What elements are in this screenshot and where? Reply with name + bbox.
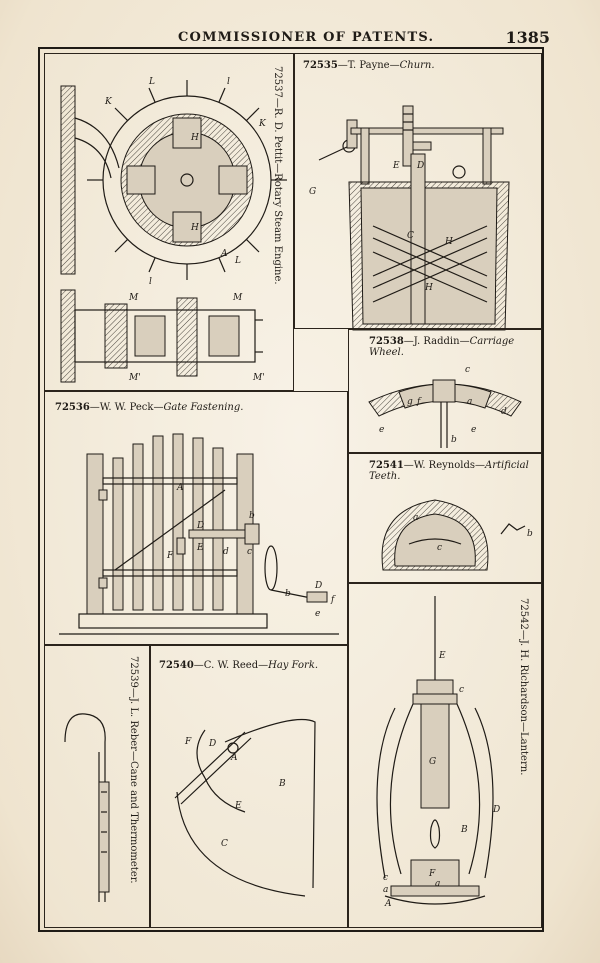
page-number: 1385 <box>505 28 550 47</box>
engine-label-6: H <box>190 133 199 143</box>
gate-fastening-figure: A D E F b c d b D f e <box>59 433 339 635</box>
engine-label-9: M <box>128 293 139 303</box>
engine-label-4: l <box>227 77 230 87</box>
caption-72535: 72535—T. Payne—Churn. <box>303 60 435 71</box>
panel-carriage-wheel: 72538—J. Raddin—Carriage Wheel. c g f a … <box>348 329 542 453</box>
engine-label-0: K <box>104 97 113 107</box>
churn-label-4: H <box>444 237 453 247</box>
lantern-label-2: G <box>429 757 436 767</box>
gate-label-10: e <box>315 609 320 619</box>
engine-label-1: L <box>148 77 155 87</box>
hayfork-label-5: C <box>221 839 228 849</box>
gate-label-0: A <box>176 483 184 493</box>
engine-label-11: M' <box>128 373 141 383</box>
churn-label-3: C <box>407 231 414 241</box>
churn-label-0: G <box>309 187 316 197</box>
hayfork-label-1: D <box>208 739 216 749</box>
engine-label-10: M <box>232 293 243 303</box>
caption-72537: 72537—R. D. Pettit—Rotary Steam Engine. <box>272 66 283 285</box>
page-header: COMMISSIONER OF PATENTS. 1385 <box>170 28 550 50</box>
lantern-label-6: a <box>435 879 440 889</box>
panel-churn: 72535—T. Payne—Churn. <box>294 53 542 331</box>
teeth-label-0: a <box>413 513 418 523</box>
gate-label-9: f <box>330 595 336 605</box>
caption-72536: 72536—W. W. Peck—Gate Fastening. <box>55 402 244 413</box>
panel-lantern: 72542—J. H. Richardson—Lantern. E c G B <box>348 583 542 928</box>
gate-label-2: E <box>196 543 204 553</box>
gate-label-7: b <box>285 589 291 599</box>
panel-rotary-steam-engine: 72537—R. D. Pettit—Rotary Steam Engine. <box>44 53 294 391</box>
caption-72538: 72538—J. Raddin—Carriage Wheel. <box>369 336 515 358</box>
wheel-label-6: b <box>451 435 457 445</box>
teeth-label-1: c <box>437 543 442 553</box>
engine-label-7: H <box>190 223 199 233</box>
churn-label-1: E <box>392 161 400 171</box>
hay-fork-figure: F D A B E C <box>174 719 316 897</box>
gate-label-3: F <box>166 551 174 561</box>
churn-figure: G E D C H H <box>309 105 510 331</box>
caption-72542: 72542—J. H. Richardson—Lantern. <box>518 598 529 776</box>
hayfork-label-2: A <box>230 753 238 763</box>
hayfork-label-4: E <box>234 801 242 811</box>
engine-label-12: M' <box>252 373 265 383</box>
engine-label-2: L <box>234 256 241 266</box>
gate-label-4: b <box>249 511 255 521</box>
cane-thermometer-figure <box>64 713 110 902</box>
churn-label-2: D <box>416 161 424 171</box>
lantern-label-0: E <box>438 651 446 661</box>
hayfork-label-3: B <box>278 779 286 789</box>
teeth-label-2: b <box>527 529 533 539</box>
lantern-label-4: D <box>492 805 500 815</box>
lantern-label-7: c <box>383 873 388 883</box>
lantern-label-1: c <box>459 685 464 695</box>
header-title: COMMISSIONER OF PATENTS. <box>178 30 435 45</box>
hayfork-label-0: F <box>184 737 192 747</box>
panel-hay-fork: 72540—C. W. Reed—Hay Fork. F D A B E C <box>150 645 348 928</box>
engine-label-5: l <box>149 277 152 287</box>
wheel-label-4: e <box>379 425 384 435</box>
carriage-wheel-figure: c g f a e e b d <box>368 365 522 448</box>
rotary-steam-engine-figure: K L L K l l H H A M M M' <box>60 77 287 383</box>
caption-72540: 72540—C. W. Reed—Hay Fork. <box>159 660 319 671</box>
engine-label-8: A <box>220 249 228 259</box>
wheel-label-0: c <box>465 365 470 375</box>
lantern-label-9: A <box>384 899 392 909</box>
panel-artificial-teeth: 72541—W. Reynolds—Artificial Teeth. a c … <box>348 453 542 583</box>
wheel-label-7: d <box>501 407 507 417</box>
lantern-label-5: F <box>428 869 436 879</box>
panel-gate-fastening: 72536—W. W. Peck—Gate Fastening. <box>44 391 348 645</box>
panel-cane-thermometer: 72539—J. L. Reber—Cane and Thermometer. <box>44 645 150 928</box>
caption-72541: 72541—W. Reynolds—Artificial Teeth. <box>369 460 529 482</box>
wheel-label-2: f <box>416 397 422 407</box>
artificial-teeth-figure: a c b <box>381 499 533 571</box>
figures-frame: 72537—R. D. Pettit—Rotary Steam Engine. <box>38 47 544 932</box>
gate-label-1: D <box>196 521 204 531</box>
wheel-label-3: a <box>467 397 472 407</box>
wheel-label-1: g <box>407 397 413 407</box>
gate-label-8: D <box>314 581 322 591</box>
engine-label-3: K <box>258 119 267 129</box>
caption-72539: 72539—J. L. Reber—Cane and Thermometer. <box>128 656 139 884</box>
wheel-label-5: e <box>471 425 476 435</box>
gate-label-6: d <box>223 547 229 557</box>
churn-label-5: H <box>424 283 433 293</box>
gate-label-5: c <box>247 547 252 557</box>
lantern-label-3: B <box>460 825 468 835</box>
lantern-figure: E c G B D F a c a A <box>376 596 500 909</box>
lantern-label-8: a <box>383 885 388 895</box>
